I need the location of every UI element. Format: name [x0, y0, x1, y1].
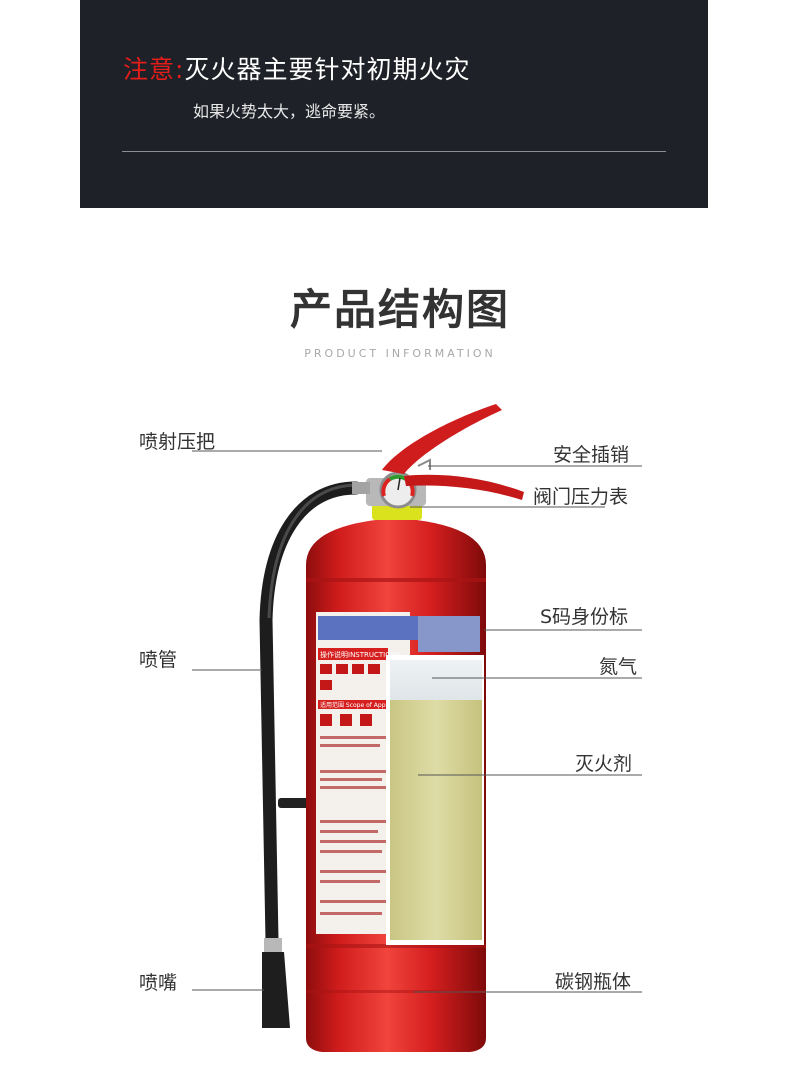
label-valve-gauge: 阀门压力表 — [533, 486, 629, 508]
banner-headline: 灭火器主要针对初期火灾 — [184, 55, 471, 84]
valve-neck — [372, 504, 422, 520]
label-nozzle: 喷嘴 — [139, 972, 178, 994]
label-hose: 喷管 — [139, 649, 178, 671]
nitrogen-zone — [390, 660, 482, 700]
label-identity-mark: S码身份标 — [540, 606, 629, 628]
label-agent: 灭火剂 — [575, 753, 633, 775]
callout-lines — [192, 450, 642, 993]
warning-label: 注意: — [123, 55, 185, 84]
label-instructions-heading: 操作说明INSTRUCTIONS — [320, 650, 401, 659]
nozzle — [262, 952, 290, 1028]
spray-handle — [382, 404, 502, 474]
label-safety-pin: 安全插销 — [553, 444, 630, 466]
banner-divider — [122, 151, 666, 152]
label-scope-heading: 适用范围 Scope of Application — [320, 701, 408, 709]
agent-zone — [390, 700, 482, 940]
safety-pin — [417, 458, 431, 470]
warning-banner: 注意:灭火器主要针对初期火灾 如果火势太大，逃命要紧。 — [80, 0, 708, 208]
label-body: 碳钢瓶体 — [555, 971, 632, 993]
banner-title: 注意:灭火器主要针对初期火灾 — [123, 50, 470, 86]
label-spray-handle: 喷射压把 — [139, 431, 216, 453]
label-nitrogen: 氮气 — [599, 656, 638, 678]
section-title: 产品结构图 — [289, 285, 510, 334]
section-subtitle: PRODUCT INFORMATION — [304, 347, 496, 360]
nozzle-collar — [264, 938, 282, 952]
banner-subtitle: 如果火势太大，逃命要紧。 — [193, 102, 386, 121]
